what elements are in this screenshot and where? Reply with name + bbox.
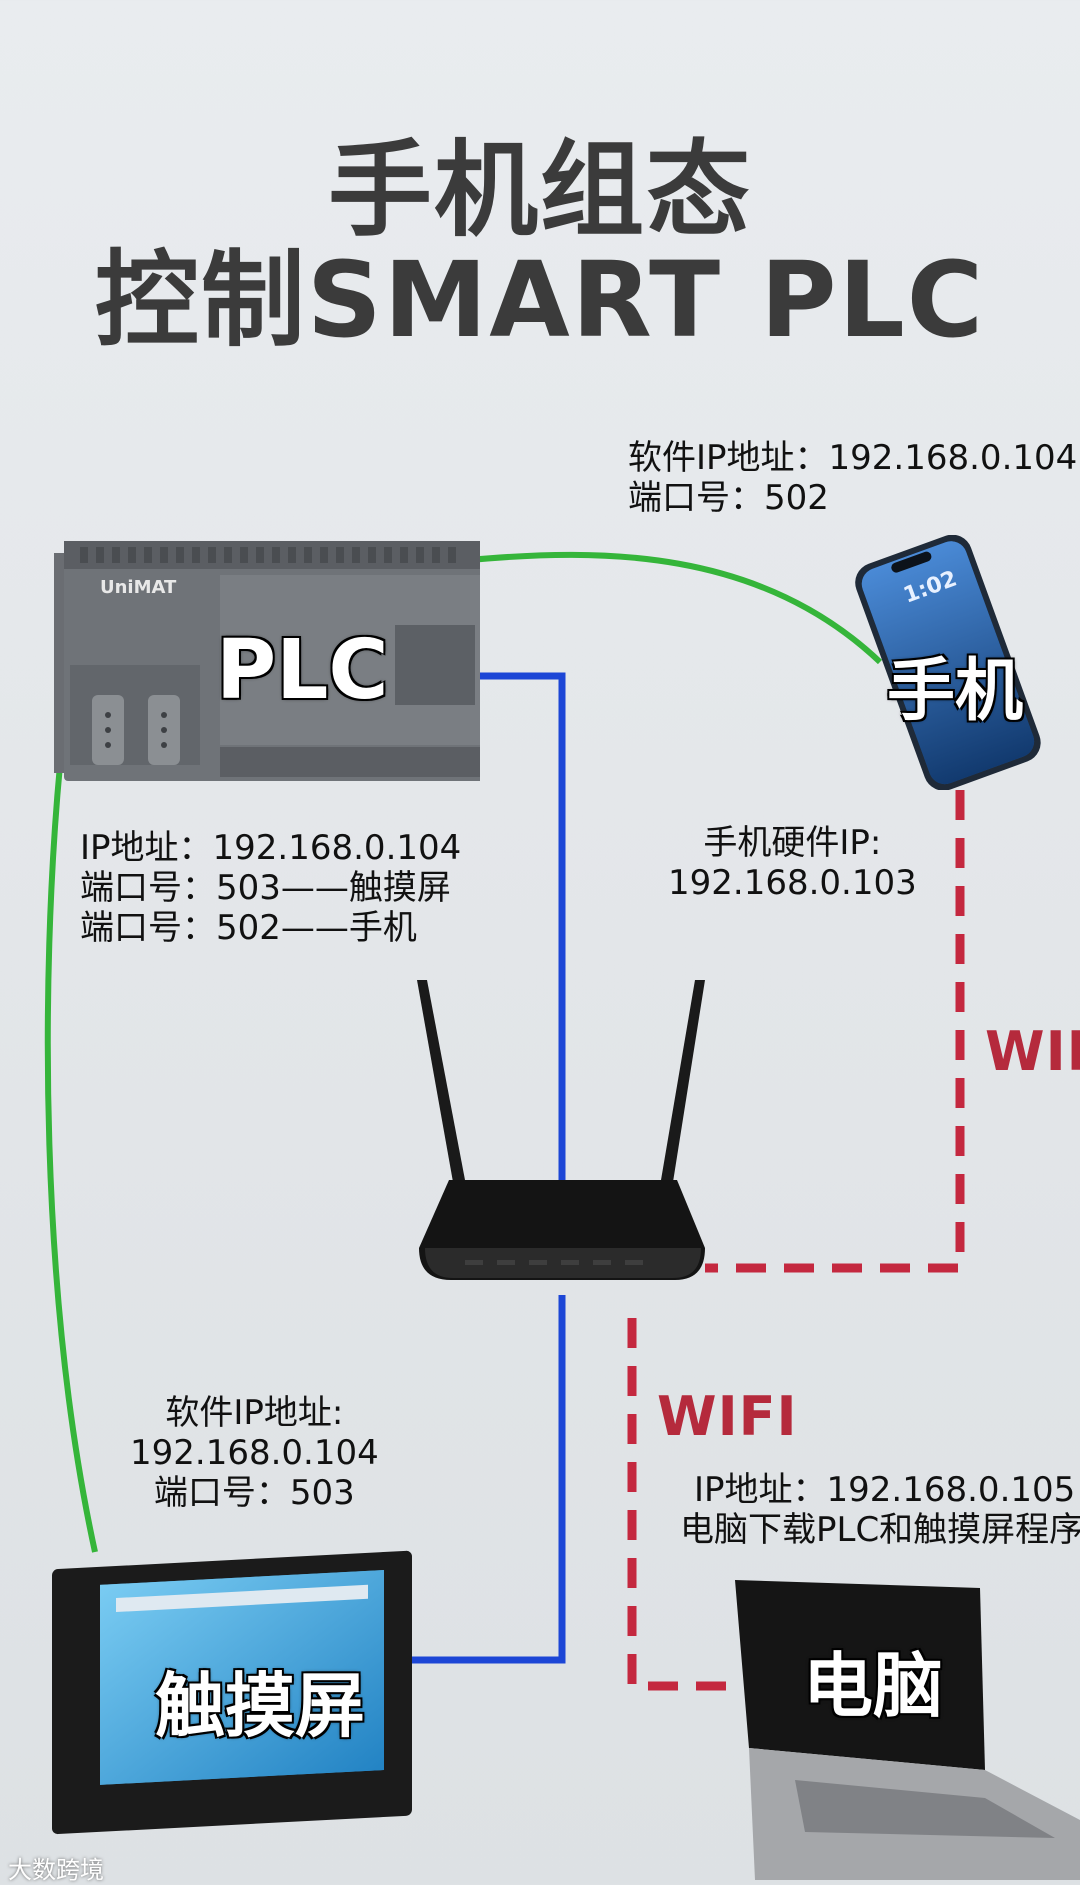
pc-device: 电脑 xyxy=(735,1580,1080,1880)
wifi-label-pc: WIFI xyxy=(657,1385,798,1448)
wifi-link-phone-router xyxy=(705,790,965,1273)
blue-link-plc-router xyxy=(475,672,566,1205)
phone-hardware-ip: 192.168.0.103 xyxy=(668,863,917,903)
hmi-software-info: 软件IP地址: 192.168.0.104 端口号：503 xyxy=(130,1393,379,1513)
hmi-software-port: 端口号：503 xyxy=(153,1473,355,1513)
phone-software-port: 端口号：502 xyxy=(628,478,829,518)
hmi-illustration xyxy=(52,1550,412,1835)
green-link-plc-phone xyxy=(469,551,883,665)
plc-port-phone: 端口号：502——手机 xyxy=(80,908,417,948)
green-link-plc-hmi xyxy=(44,764,98,1553)
plc-port-hmi: 端口号：503——触摸屏 xyxy=(80,868,451,908)
phone-hardware-info: 手机硬件IP: 192.168.0.103 xyxy=(668,823,917,903)
phone-software-info: 软件IP地址：192.168.0.104 端口号：502 xyxy=(628,438,1077,518)
phone-device: 1:02 手机 xyxy=(845,534,1050,791)
plc-label: PLC xyxy=(216,623,389,718)
router-device xyxy=(405,980,725,1300)
blue-link-router-hmi xyxy=(405,1295,566,1664)
plc-device: UniMAT PLC xyxy=(50,535,486,805)
phone-illustration xyxy=(855,534,1041,791)
hmi-software-label: 软件IP地址: xyxy=(165,1393,344,1433)
pc-purpose: 电脑下载PLC和触摸屏程序 xyxy=(680,1510,1080,1550)
title-line-2: 控制SMART PLC xyxy=(94,239,986,361)
phone-hardware-label: 手机硬件IP: xyxy=(703,823,882,863)
phone-software-ip: 软件IP地址：192.168.0.104 xyxy=(628,438,1078,478)
hmi-label: 触摸屏 xyxy=(155,1665,365,1747)
watermark: 大数跨境 xyxy=(8,1856,104,1884)
pc-network-info: IP地址：192.168.0.105 电脑下载PLC和触摸屏程序 xyxy=(680,1470,1080,1550)
wifi-label-phone: WIFI xyxy=(985,1020,1080,1083)
hmi-software-ip: 192.168.0.104 xyxy=(130,1433,379,1473)
plc-brand: UniMAT xyxy=(100,577,177,598)
title-line-1: 手机组态 xyxy=(327,129,752,251)
plc-network-info: IP地址：192.168.0.104 端口号：503——触摸屏 端口号：502—… xyxy=(80,828,461,948)
pc-label: 电脑 xyxy=(803,1645,943,1727)
phone-label: 手机 xyxy=(887,652,1024,731)
plc-ip: IP地址：192.168.0.104 xyxy=(80,828,462,868)
plc-illustration xyxy=(54,541,486,781)
pc-illustration xyxy=(735,1580,1080,1880)
router-illustration xyxy=(417,980,705,1280)
hmi-device: 触摸屏 xyxy=(40,1540,425,1855)
pc-ip: IP地址：192.168.0.105 xyxy=(694,1470,1076,1510)
wifi-link-router-pc xyxy=(627,1318,735,1691)
